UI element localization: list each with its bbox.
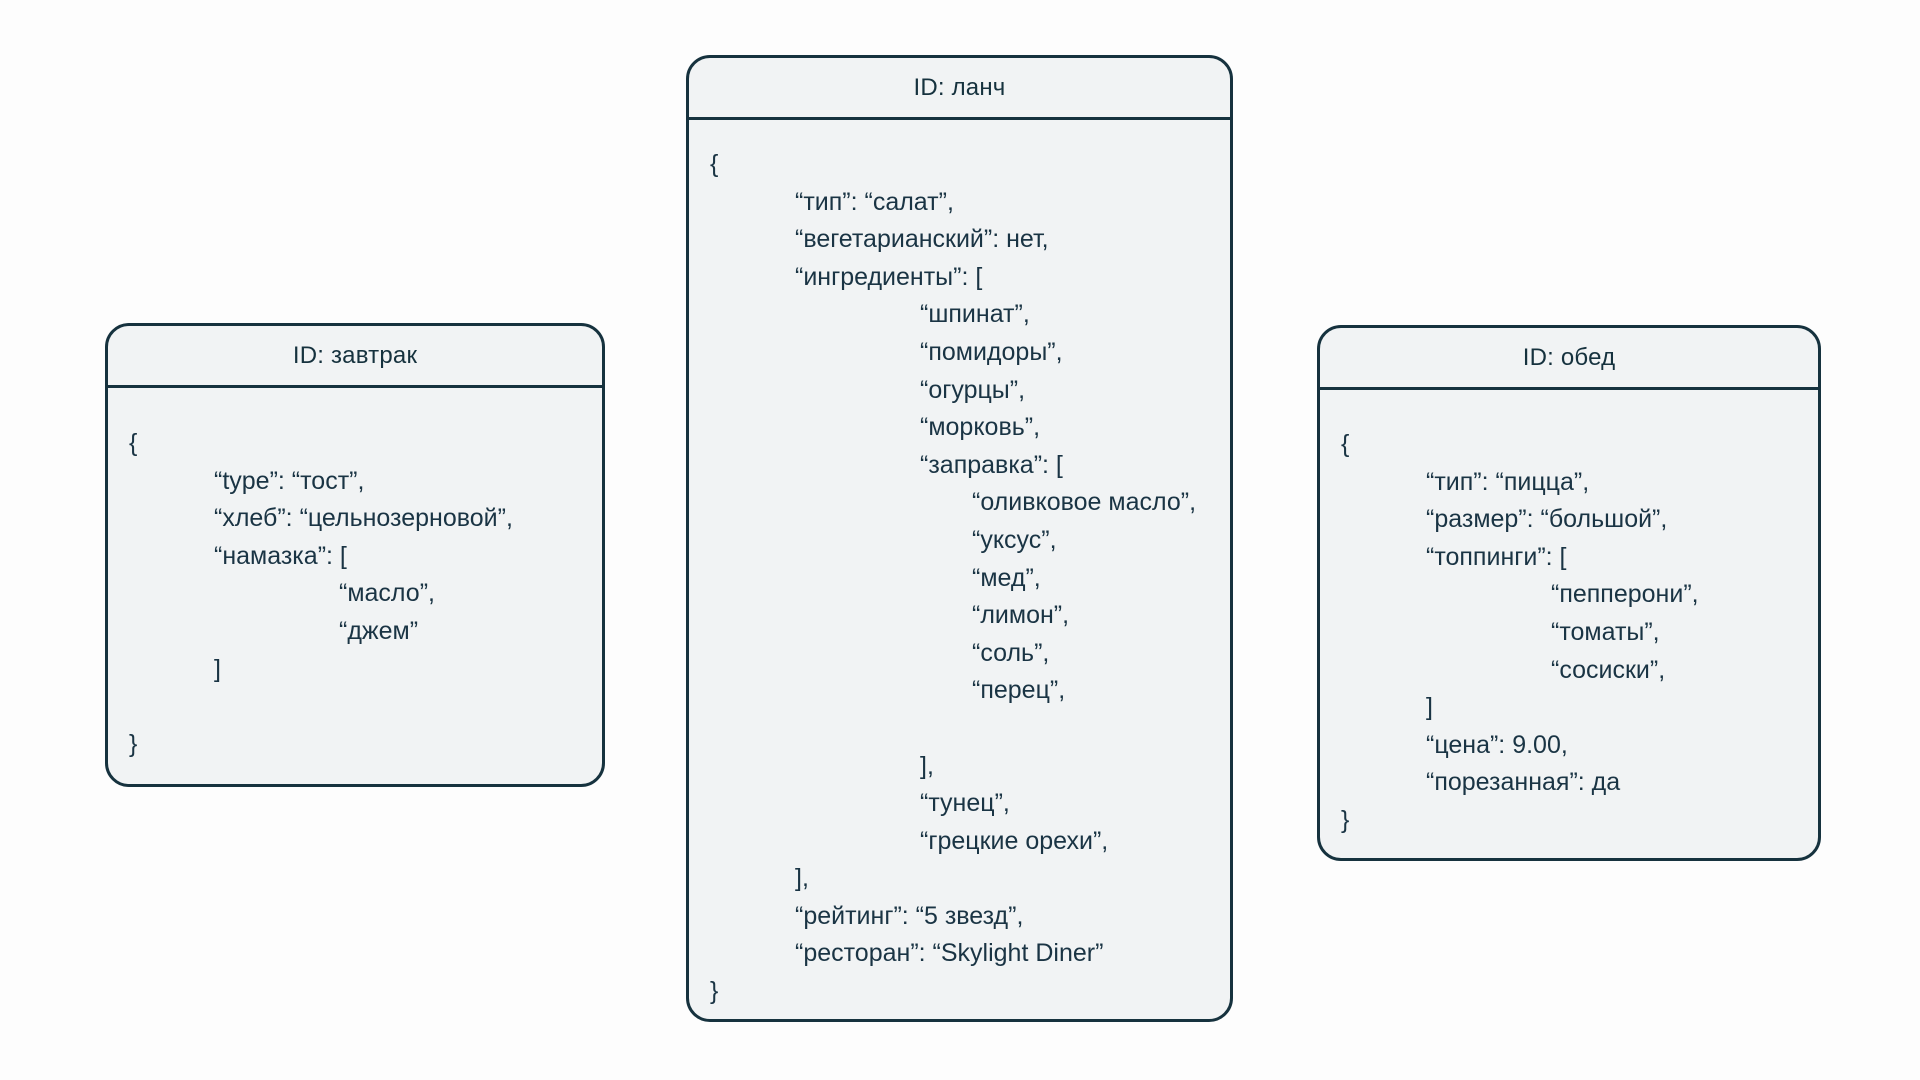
code-line: ] — [214, 654, 221, 683]
code-line: “масло”, — [339, 579, 435, 608]
card-header: ID: ланч — [689, 58, 1230, 120]
card-header: ID: завтрак — [108, 326, 602, 388]
document-card-breakfast: ID: завтрак { “type”: “тост”, “хлеб”: “цел… — [105, 323, 605, 787]
code-line: “уксус”, — [972, 525, 1057, 554]
code-line: “помидоры”, — [920, 337, 1063, 366]
code-line: “порезанная”: да — [1426, 768, 1621, 797]
code-line — [129, 688, 588, 726]
code-line: } — [710, 977, 719, 1006]
code-line: { — [710, 150, 719, 178]
code-line: “морковь”, — [920, 413, 1041, 442]
code-line: { — [1341, 430, 1350, 458]
code-line: “ресторан”: “Skylight Diner” — [795, 939, 1104, 968]
code-line: ] — [1426, 693, 1433, 722]
code-line: “грецкие орехи”, — [920, 826, 1109, 855]
code-line: ], — [795, 864, 809, 893]
card-body: { “тип”: “пицца”, “размер”: “большой”, “топ… — [1320, 390, 1818, 840]
code-line: “type”: “тост”, — [214, 466, 365, 495]
code-line: “намазка”: [ — [214, 541, 347, 570]
document-card-lunch: ID: ланч { “тип”: “салат”, “вегетарианский… — [686, 55, 1233, 1022]
code-line: “пепперони”, — [1551, 580, 1699, 609]
code-line: “огурцы”, — [920, 375, 1026, 404]
code-line: “джем” — [339, 616, 419, 645]
code-line: “цена”: 9.00, — [1426, 730, 1568, 759]
card-title: ID: обед — [1522, 343, 1616, 371]
code-line: “томаты”, — [1551, 617, 1660, 646]
card-title: ID: ланч — [913, 73, 1006, 101]
code-line: } — [129, 729, 138, 758]
card-header: ID: обед — [1320, 328, 1818, 390]
code-line: “соль”, — [972, 638, 1050, 667]
code-line: “заправка”: [ — [920, 450, 1063, 479]
code-line: “топпинги”: [ — [1426, 542, 1567, 571]
code-line: “рейтинг”: “5 звезд”, — [795, 901, 1024, 930]
code-line — [710, 710, 1216, 748]
code-line: “лимон”, — [972, 601, 1070, 630]
code-line: “вегетарианский”: нет, — [795, 225, 1049, 254]
card-body: { “тип”: “салат”, “вегетарианский”: нет, “и… — [689, 120, 1230, 1011]
code-line: “размер”: “большой”, — [1426, 505, 1668, 534]
code-line: “шпинат”, — [920, 300, 1030, 329]
code-line: “хлеб”: “цельнозерновой”, — [214, 504, 513, 533]
code-line: } — [1341, 805, 1350, 834]
code-line: “тип”: “салат”, — [795, 187, 954, 216]
code-line: { — [129, 429, 138, 457]
code-line: “перец”, — [972, 676, 1066, 705]
document-card-dinner: ID: обед { “тип”: “пицца”, “размер”: “боль… — [1317, 325, 1821, 861]
card-body: { “type”: “тост”, “хлеб”: “цельнозерновой”… — [108, 388, 602, 763]
code-line: “сосиски”, — [1551, 655, 1666, 684]
code-line: ], — [920, 751, 934, 780]
code-line: “ингредиенты”: [ — [795, 262, 983, 291]
code-line: “тунец”, — [920, 789, 1010, 818]
code-line: “тип”: “пицца”, — [1426, 467, 1590, 496]
code-line: “мед”, — [972, 563, 1041, 592]
code-line: “оливковое масло”, — [972, 488, 1197, 517]
card-title: ID: завтрак — [292, 341, 418, 369]
